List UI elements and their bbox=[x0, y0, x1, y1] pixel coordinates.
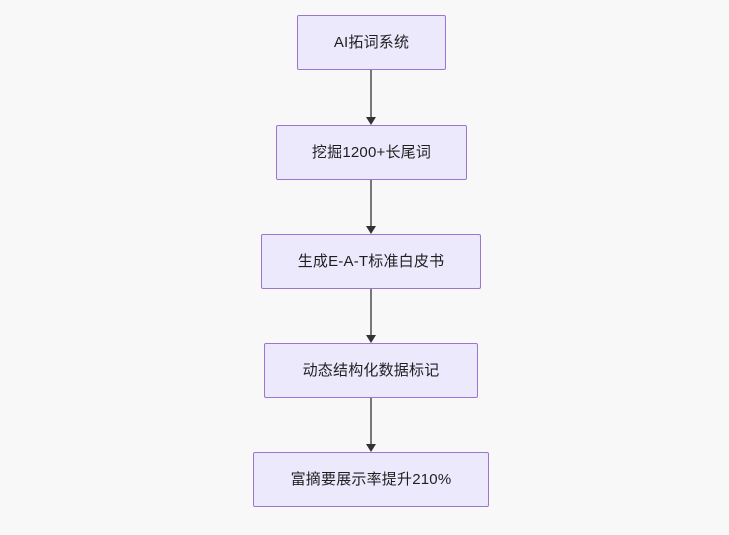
node-label: AI拓词系统 bbox=[333, 34, 410, 51]
arrowhead-icon bbox=[366, 117, 376, 125]
edge-line bbox=[370, 398, 372, 444]
edge-line bbox=[370, 180, 372, 226]
flowchart-node-longtail-mining[interactable]: 挖掘1200+长尾词 bbox=[276, 125, 467, 180]
flowchart-node-rich-snippet-result[interactable]: 富摘要展示率提升210% bbox=[253, 452, 489, 507]
node-label: 富摘要展示率提升210% bbox=[290, 471, 452, 488]
node-label: 生成E-A-T标准白皮书 bbox=[297, 253, 445, 270]
arrowhead-icon bbox=[366, 226, 376, 234]
flowchart-node-eat-whitepaper[interactable]: 生成E-A-T标准白皮书 bbox=[261, 234, 481, 289]
arrowhead-icon bbox=[366, 335, 376, 343]
flowchart-node-structured-data-markup[interactable]: 动态结构化数据标记 bbox=[264, 343, 478, 398]
flowchart-node-ai-keyword-system[interactable]: AI拓词系统 bbox=[297, 15, 446, 70]
edge-line bbox=[370, 70, 372, 117]
node-label: 挖掘1200+长尾词 bbox=[311, 144, 432, 161]
arrowhead-icon bbox=[366, 444, 376, 452]
edge-line bbox=[370, 289, 372, 335]
node-label: 动态结构化数据标记 bbox=[302, 362, 440, 379]
